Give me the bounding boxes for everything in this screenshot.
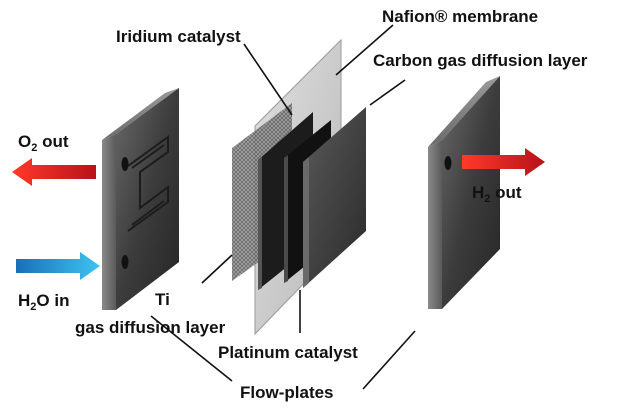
label-nafion-membrane: Nafion® membrane (382, 7, 538, 26)
label-ti-gas-diffusion-layer: gas diffusion layer (75, 318, 226, 337)
leader-lines (150, 24, 416, 390)
label-iridium-catalyst: Iridium catalyst (116, 27, 241, 46)
flow-channel (127, 135, 169, 232)
label-platinum-catalyst: Platinum catalyst (218, 343, 358, 362)
left-port-bottom-icon (121, 255, 129, 269)
h2-out-arrow-icon (462, 148, 545, 176)
label-h2-out: H2 out (472, 183, 522, 205)
right-flow-plate (428, 76, 500, 309)
label-ti: Ti (155, 290, 170, 309)
label-flow-plates: Flow-plates (240, 383, 334, 402)
left-port-top-icon (121, 157, 129, 171)
carbon-gas-diffusion-layer (303, 107, 366, 288)
label-h2o-in: H2O in (18, 291, 69, 313)
h2o-in-arrow-icon (16, 252, 100, 280)
label-o2-out: O2 out (18, 132, 69, 154)
left-flow-plate (102, 88, 179, 310)
right-port-icon (444, 156, 452, 170)
o2-out-arrow-icon (12, 158, 96, 186)
label-carbon-gdl: Carbon gas diffusion layer (373, 51, 588, 70)
